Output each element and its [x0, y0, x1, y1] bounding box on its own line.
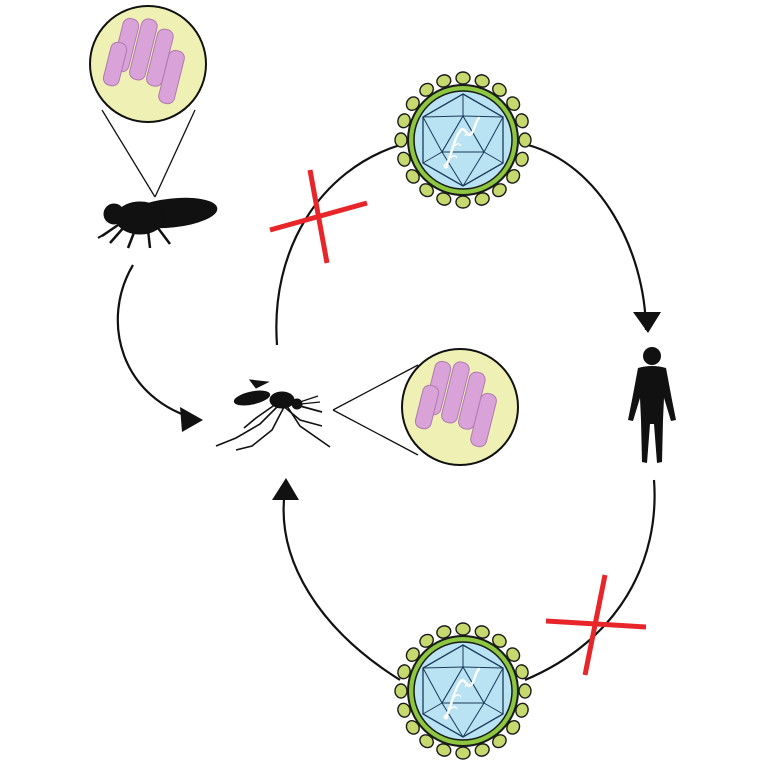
fly-silhouette-icon [97, 197, 218, 249]
wolbachia-fly-cell-icon [89, 5, 207, 123]
blocked-cross-top [269, 169, 368, 264]
virus-bottom-icon [393, 621, 533, 761]
mosquito-silhouette-icon [215, 379, 331, 451]
wolbachia-mosquito-callout [332, 348, 519, 466]
arrowhead-to-mosquito-bottom [272, 478, 299, 500]
wolbachia-mosquito-cell-icon [401, 348, 519, 466]
edge-virus-bottom-to-mosquito [282, 489, 401, 681]
edge-mosquito-to-virus-top [275, 143, 401, 346]
virus-top-icon [393, 70, 533, 210]
blocked-cross-bottom [545, 574, 647, 676]
edge-virus-top-to-human [527, 143, 648, 331]
edge-human-to-virus-bottom [524, 479, 656, 682]
arrowhead-to-mosquito [180, 407, 203, 432]
arrowheads [180, 312, 661, 500]
cycle-edges [116, 143, 656, 682]
arrowhead-to-human [633, 312, 661, 333]
edge-fly-to-mosquito [116, 264, 201, 422]
wolbachia-fly-callout [89, 5, 207, 198]
human-silhouette-icon [628, 347, 676, 463]
